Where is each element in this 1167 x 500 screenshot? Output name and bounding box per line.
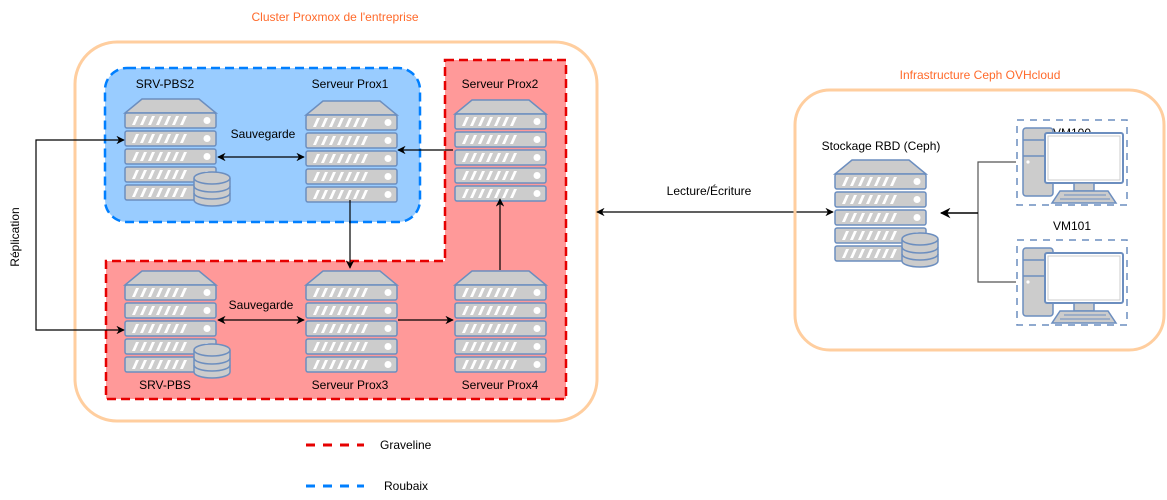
vm100-frame <box>1016 119 1128 206</box>
edge-label-read-write: Lecture/Écriture <box>667 183 752 198</box>
node-label-vm101: VM101 <box>1053 219 1091 233</box>
edge-label-backup-bottom: Sauvegarde <box>229 298 294 312</box>
legend-label-roubaix: Roubaix <box>384 479 428 493</box>
node-label-prox1: Serveur Prox1 <box>312 77 389 91</box>
ceph-container <box>793 88 1166 352</box>
node-label-prox3: Serveur Prox3 <box>312 378 389 392</box>
srv-pbs2-server-icon[interactable] <box>125 99 231 207</box>
legend-label-graveline: Graveline <box>380 438 432 452</box>
edge-label-replication: Réplication <box>8 207 22 266</box>
prox3-server-icon[interactable] <box>306 271 397 372</box>
edge-replication <box>35 135 125 335</box>
node-label-srv-pbs2: SRV-PBS2 <box>136 77 195 91</box>
ceph-title: Infrastructure Ceph OVHcloud <box>900 68 1061 82</box>
node-label-srv-pbs: SRV-PBS <box>139 378 191 392</box>
vm101-computer-icon[interactable] <box>1022 247 1124 324</box>
cluster-container <box>73 40 599 423</box>
legend: Graveline Roubaix <box>306 438 432 493</box>
vm101-frame <box>1016 239 1128 326</box>
edge-label-backup-top: Sauvegarde <box>231 127 296 141</box>
cluster-title: Cluster Proxmox de l'entreprise <box>251 10 418 24</box>
node-label-prox2: Serveur Prox2 <box>462 77 539 91</box>
prox4-server-icon[interactable] <box>455 271 546 372</box>
ceph-storage-server-icon[interactable] <box>835 160 939 268</box>
graveline-region <box>104 58 568 401</box>
prox1-server-icon[interactable] <box>306 101 397 202</box>
vm100-computer-icon[interactable] <box>1022 127 1124 204</box>
node-label-ceph-storage: Stockage RBD (Ceph) <box>822 139 941 153</box>
srv-pbs-server-icon[interactable] <box>125 271 231 379</box>
node-label-prox4: Serveur Prox4 <box>462 378 539 392</box>
prox2-server-icon[interactable] <box>455 100 546 201</box>
edge-vms-bracket <box>977 161 1016 283</box>
